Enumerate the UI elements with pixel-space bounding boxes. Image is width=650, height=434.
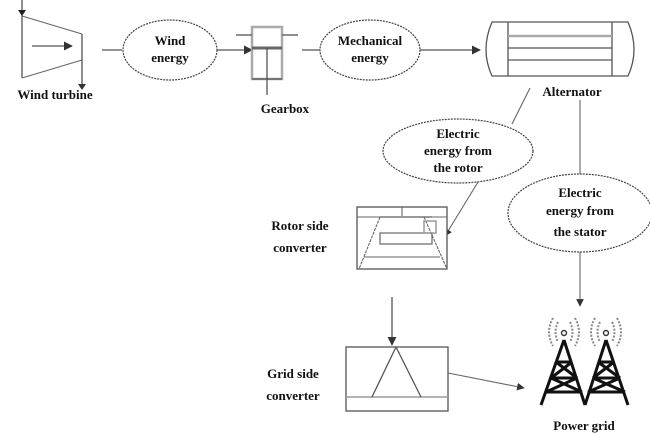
- rotor-energy-node: Electric energy from the rotor: [382, 118, 534, 184]
- rotor-side-converter-label-1: Rotor side: [271, 218, 328, 233]
- edge-converter-grid: [447, 372, 525, 391]
- stator-energy-line-2: energy from: [546, 203, 614, 218]
- rotor-energy-line-1: Electric: [436, 126, 480, 141]
- grid-side-converter-label-1: Grid side: [267, 366, 319, 381]
- gearbox-icon: [236, 25, 298, 95]
- rotor-energy-line-2: energy from: [424, 143, 492, 158]
- edge-alternator-rotor-energy: [511, 87, 531, 125]
- rotor-side-converter-label-2: converter: [273, 240, 327, 255]
- mechanical-energy-line-2: energy: [351, 50, 389, 65]
- wind-turbine-icon: [18, 0, 86, 90]
- rotor-side-converter-icon: [356, 206, 448, 270]
- mechanical-energy-node: Mechanical energy: [319, 19, 421, 81]
- wind-energy-line-2: energy: [151, 50, 189, 65]
- edge-rotor-energy-converter: [444, 181, 479, 237]
- wind-energy-node: Wind energy: [122, 19, 218, 81]
- stator-energy-node: Electric energy from the stator: [507, 173, 650, 253]
- wind-turbine-label: Wind turbine: [17, 87, 92, 102]
- mechanical-energy-line-1: Mechanical: [338, 33, 403, 48]
- stator-energy-line-1: Electric: [558, 185, 602, 200]
- power-grid-towers-icon: [539, 317, 630, 406]
- wind-energy-line-1: Wind: [155, 33, 187, 48]
- power-grid-label: Power grid: [553, 418, 615, 433]
- grid-side-converter-icon: [345, 346, 449, 412]
- alternator-icon: [485, 21, 635, 77]
- stator-energy-line-3: the stator: [553, 224, 606, 239]
- grid-side-converter-label-2: converter: [266, 388, 320, 403]
- rotor-energy-line-3: the rotor: [433, 160, 482, 175]
- alternator-label: Alternator: [542, 84, 601, 99]
- gearbox-label: Gearbox: [261, 101, 310, 116]
